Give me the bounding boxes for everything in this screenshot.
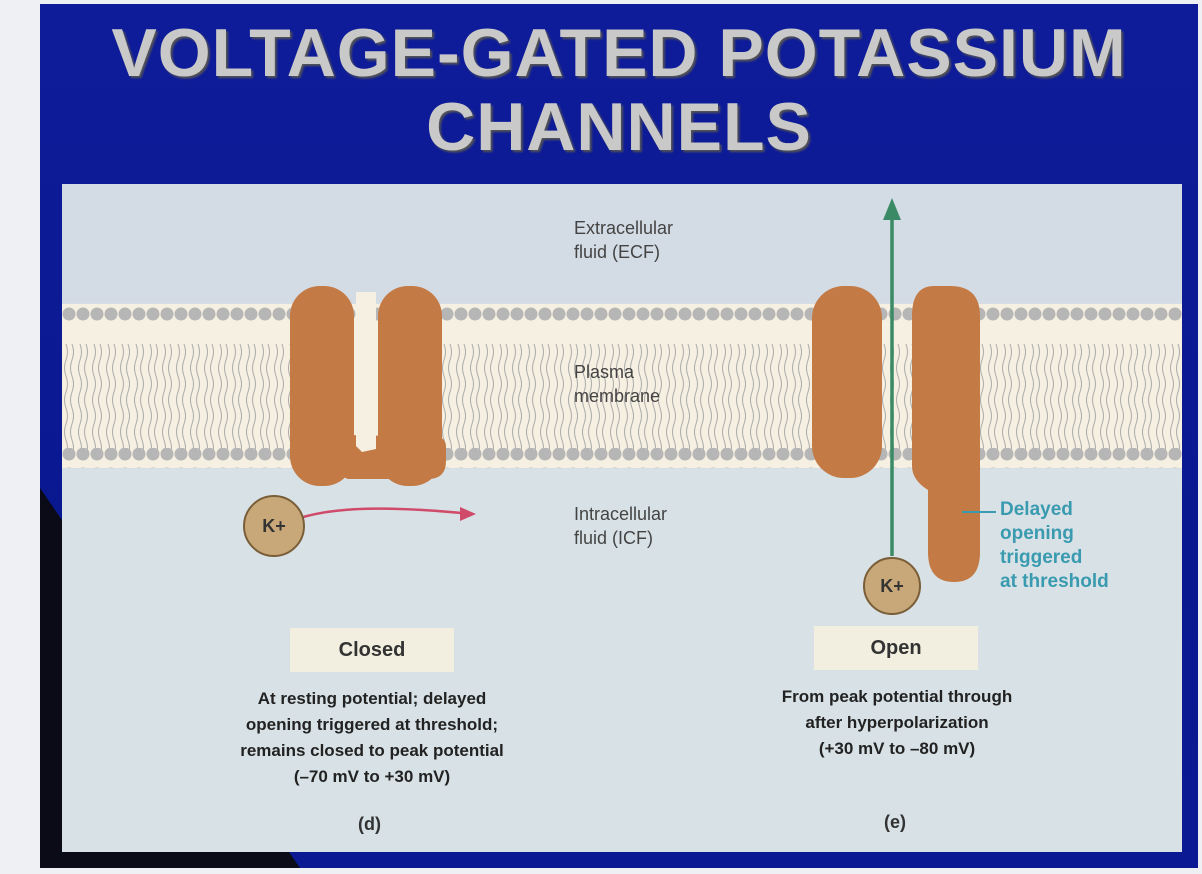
blocked-k-arrowhead bbox=[460, 507, 476, 521]
title-line-1: VOLTAGE-GATED POTASSIUM bbox=[111, 15, 1127, 91]
icf-label-line-2: fluid (ICF) bbox=[574, 528, 654, 548]
closed-caption-line-2: opening triggered at threshold; bbox=[245, 715, 499, 734]
open-state-box: Open bbox=[814, 626, 978, 670]
plasma-membrane bbox=[62, 301, 1182, 468]
open-caption-line-1: From peak potential through bbox=[781, 687, 1013, 706]
channel-diagram: K+ K+ bbox=[62, 184, 1182, 852]
k-ion-closed-label: K+ bbox=[262, 516, 286, 536]
closed-caption-line-3: remains closed to peak potential bbox=[240, 741, 504, 760]
k-flow-arrowhead bbox=[883, 198, 901, 220]
slide: VOLTAGE-GATED POTASSIUM CHANNELS bbox=[40, 4, 1198, 868]
membrane-label-line-2: membrane bbox=[574, 386, 661, 406]
k-ion-open-label: K+ bbox=[880, 576, 904, 596]
panel-letter-e: (e) bbox=[884, 812, 906, 832]
delayed-label-line-1: Delayed bbox=[1000, 499, 1073, 520]
title-line-2: CHANNELS bbox=[426, 89, 812, 165]
delayed-opening-label: Delayed opening triggered at threshold bbox=[1000, 498, 1109, 594]
delayed-label-line-4: at threshold bbox=[1000, 571, 1109, 592]
panel-letter-d: (d) bbox=[358, 814, 381, 834]
k-ion-open: K+ bbox=[863, 557, 921, 615]
channel-figure: K+ K+ Extracellular fluid (ECF) P bbox=[62, 184, 1182, 852]
ecf-label: Extracellular fluid (ECF) bbox=[574, 216, 673, 264]
closed-caption-line-4: (–70 mV to +30 mV) bbox=[293, 767, 451, 786]
delayed-label-line-3: triggered bbox=[1000, 547, 1083, 568]
icf-label: Intracellular fluid (ICF) bbox=[574, 502, 667, 550]
slide-title: VOLTAGE-GATED POTASSIUM CHANNELS bbox=[40, 16, 1198, 164]
closed-caption: At resting potential; delayed opening tr… bbox=[122, 686, 622, 790]
blocked-k-arrow bbox=[293, 507, 473, 522]
closed-channel bbox=[290, 286, 446, 486]
membrane-label: Plasma membrane bbox=[574, 360, 660, 408]
closed-caption-line-1: At resting potential; delayed bbox=[257, 689, 487, 708]
ecf-region bbox=[62, 184, 1182, 302]
icf-label-line-1: Intracellular bbox=[574, 504, 668, 524]
ecf-label-line-1: Extracellular bbox=[574, 218, 674, 238]
open-caption-line-2: after hyperpolarization bbox=[805, 713, 989, 732]
open-channel bbox=[812, 286, 980, 582]
closed-state-box: Closed bbox=[290, 628, 454, 672]
ecf-label-line-2: fluid (ECF) bbox=[574, 242, 661, 262]
k-ion-closed: K+ bbox=[243, 495, 305, 557]
open-caption: From peak potential through after hyperp… bbox=[662, 684, 1132, 762]
delayed-label-line-2: opening bbox=[1000, 523, 1074, 544]
open-caption-line-3: (+30 mV to –80 mV) bbox=[818, 739, 976, 758]
membrane-label-line-1: Plasma bbox=[574, 362, 635, 382]
